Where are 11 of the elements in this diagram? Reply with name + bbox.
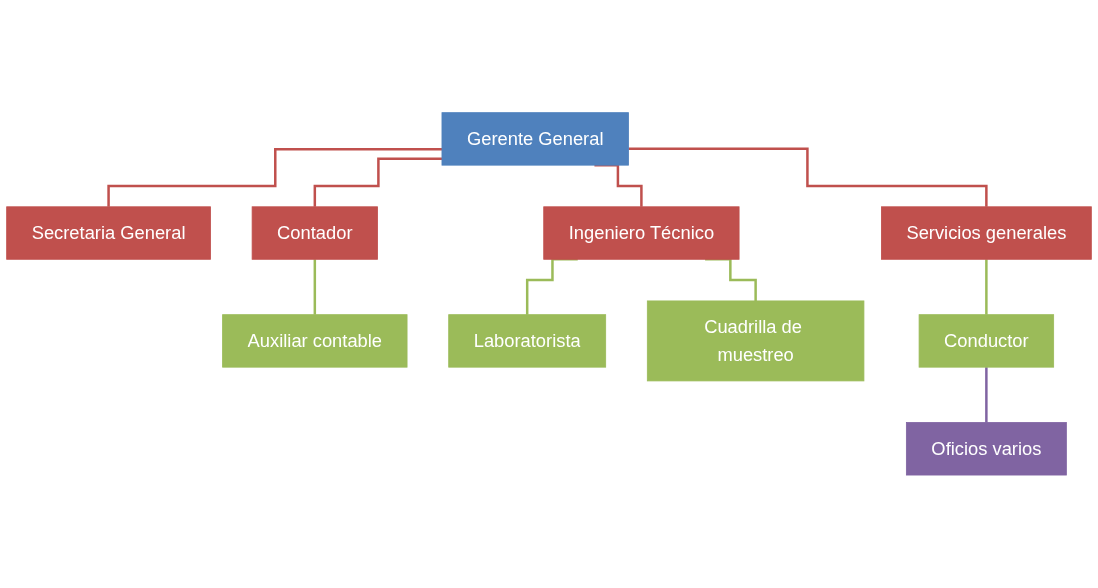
node-box: Gerente General <box>441 112 629 166</box>
node-box: Conductor <box>918 314 1055 368</box>
node-box: Laboratorista <box>448 314 607 368</box>
node-box: Oficios varios <box>905 422 1067 476</box>
node-box: Ingeniero Técnico <box>543 206 740 260</box>
node-box: Servicios generales <box>881 206 1092 260</box>
connector <box>985 366 988 424</box>
node-box: Auxiliar contable <box>222 314 408 368</box>
node-box: Contador <box>251 206 378 260</box>
node-box: Cuadrilla de muestreo <box>646 300 865 382</box>
node-box: Secretaria General <box>6 206 211 260</box>
